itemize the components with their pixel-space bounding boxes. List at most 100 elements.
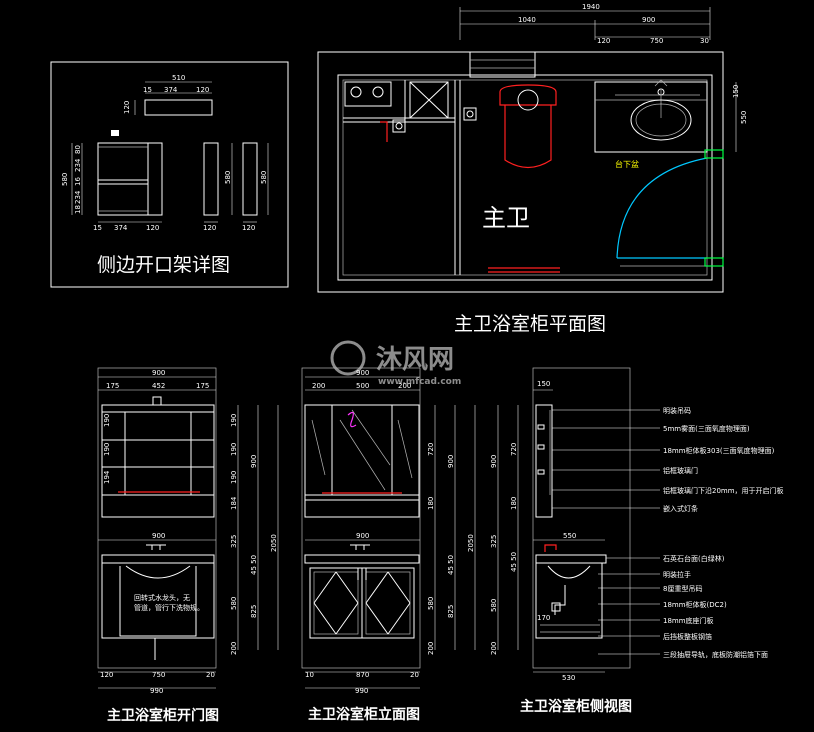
dim-b15: 15	[93, 224, 102, 232]
dim-s170: 170	[537, 614, 550, 622]
dim-v16: 16	[74, 177, 82, 186]
plan-title: 主卫浴室柜平面图	[454, 313, 606, 335]
dim-e2-b20: 20	[410, 671, 419, 679]
toilet-bowl-icon	[504, 105, 552, 169]
side-note-5: 铝框玻璃门下沿20mm，用于开启门板	[663, 486, 784, 495]
room-name-label: 主卫	[482, 204, 530, 232]
dim-e1-b750: 750	[152, 671, 165, 679]
dim-v234a: 234	[74, 158, 82, 172]
dim-v200: 200	[230, 642, 238, 655]
faucet-icon	[151, 544, 161, 550]
dim-e2-900: 900	[356, 369, 369, 377]
dim-p120: 120	[597, 37, 610, 45]
mirror-reflection-mark	[347, 411, 357, 428]
door-note-line1: 回转式水龙头，无	[134, 593, 190, 602]
dim-s720: 720	[510, 443, 518, 456]
dim-900: 900	[642, 16, 655, 24]
side-detail-title: 侧边开口架详图	[97, 254, 230, 276]
dim-b374: 374	[114, 224, 128, 232]
side-view: 150 900 720 180 325 45 50 580 200 550 17…	[490, 367, 632, 715]
dim-v80: 80	[74, 145, 82, 154]
front-elevation: 900 200 500 200 900	[301, 367, 421, 723]
dim-e2-basin900: 900	[356, 532, 369, 540]
dim-s325: 325	[490, 535, 498, 548]
side-note-7: 石英石台面(白绿林)	[663, 554, 725, 563]
watermark-url: www.mfcad.com	[378, 377, 461, 387]
dim-e1-b20: 20	[206, 671, 215, 679]
dim-r120b: 120	[242, 224, 255, 232]
dim-r-v580: 580	[427, 597, 435, 610]
dim-v825: 825	[250, 605, 258, 618]
dim-p30: 30	[700, 37, 709, 45]
faucet-front-icon	[355, 544, 365, 550]
dim-r-v900: 900	[447, 455, 455, 468]
door-note-line2: 管道，管行下洗物规。	[134, 603, 204, 612]
dim-1940: 1940	[582, 3, 600, 11]
dim-e2-b990: 990	[355, 687, 368, 695]
dim-p150: 150	[732, 85, 740, 98]
side-note-13: 三段抽屉导轨，底板防潮铝箔下面	[663, 650, 768, 659]
side-note-11: 18mm底座门板	[663, 616, 714, 625]
side-detail-frame	[50, 61, 289, 288]
side-note-8: 明装拉手	[663, 570, 691, 579]
side-view-title: 主卫浴室柜侧视图	[520, 698, 632, 715]
dim-v580: 580	[230, 597, 238, 610]
dim-e2-200a: 200	[312, 382, 325, 390]
dim-e1-v190b: 190	[103, 443, 111, 456]
door-elevation: 900 175 452 175 190 190 194 900 回转式水龙头，无…	[97, 367, 219, 724]
dim-r-v180: 180	[427, 497, 435, 510]
side-note-4: 铝框玻璃门	[663, 466, 698, 475]
dim-e1-b990: 990	[150, 687, 163, 695]
dim-v325: 325	[230, 535, 238, 548]
watermark-brand: 沐风网	[376, 345, 454, 375]
dim-e2-200b: 200	[398, 382, 411, 390]
dim-b120: 120	[146, 224, 159, 232]
dim-e1-175b: 175	[196, 382, 209, 390]
watermark: 沐风网 www.mfcad.com	[330, 340, 461, 387]
vertical-dims-right: 720 180 900 2050 45 50 580 825 200	[427, 405, 476, 655]
shower-door-arc	[616, 157, 708, 259]
dim-e1-452: 452	[152, 382, 165, 390]
dim-1040: 1040	[518, 16, 536, 24]
side-note-2: 5mm雾面(三面氧度物理面)	[663, 424, 750, 433]
toilet-tank-icon	[499, 84, 557, 106]
side-note-3: 18mm柜体板303(三面氧度物理面)	[663, 446, 775, 455]
dim-s200: 200	[490, 642, 498, 655]
watermark-logo-icon	[330, 340, 366, 376]
side-view-notes: 明装吊码 5mm雾面(三面氧度物理面) 18mm柜体板303(三面氧度物理面) …	[552, 406, 784, 659]
dim-e1-v190a: 190	[103, 414, 111, 427]
under-basin-label: 台下盆	[615, 159, 639, 169]
dim-r-v720: 720	[427, 443, 435, 456]
dim-15: 15	[143, 86, 152, 94]
dim-v190c: 190	[230, 471, 238, 484]
front-elevation-title: 主卫浴室柜立面图	[308, 706, 420, 723]
dim-e1-basin900: 900	[152, 532, 165, 540]
dim-e2-b870: 870	[356, 671, 369, 679]
dim-510: 510	[172, 74, 185, 82]
dim-s150: 150	[537, 380, 550, 388]
dim-s530: 530	[562, 674, 575, 682]
dim-p750: 750	[650, 37, 663, 45]
dim-v120: 120	[123, 101, 131, 114]
dim-v18: 18	[74, 205, 82, 214]
dim-v184: 184	[230, 496, 238, 510]
dim-e2-b10: 10	[305, 671, 314, 679]
dim-e1-b120: 120	[100, 671, 113, 679]
faucet-side-icon	[544, 544, 557, 552]
dim-e1-900: 900	[152, 369, 165, 377]
dim-s900: 900	[490, 455, 498, 468]
dim-s580b: 580	[260, 171, 268, 184]
vertical-dims-left: 190 190 190 184 900 325 2050 45 50 580 8…	[230, 405, 279, 655]
dim-r-v4550: 45 50	[447, 555, 455, 575]
door-elevation-title: 主卫浴室柜开门图	[107, 707, 219, 724]
side-note-6: 嵌入式灯条	[663, 504, 698, 513]
dim-374: 374	[164, 86, 178, 94]
dim-s580a: 580	[224, 171, 232, 184]
side-note-10: 18mm柜体板(DC2)	[663, 600, 727, 609]
dim-s4550: 45 50	[510, 552, 518, 572]
dim-v580: 580	[61, 173, 69, 186]
dim-s550: 550	[563, 532, 576, 540]
dim-v900: 900	[250, 455, 258, 468]
dim-v190b: 190	[230, 443, 238, 456]
